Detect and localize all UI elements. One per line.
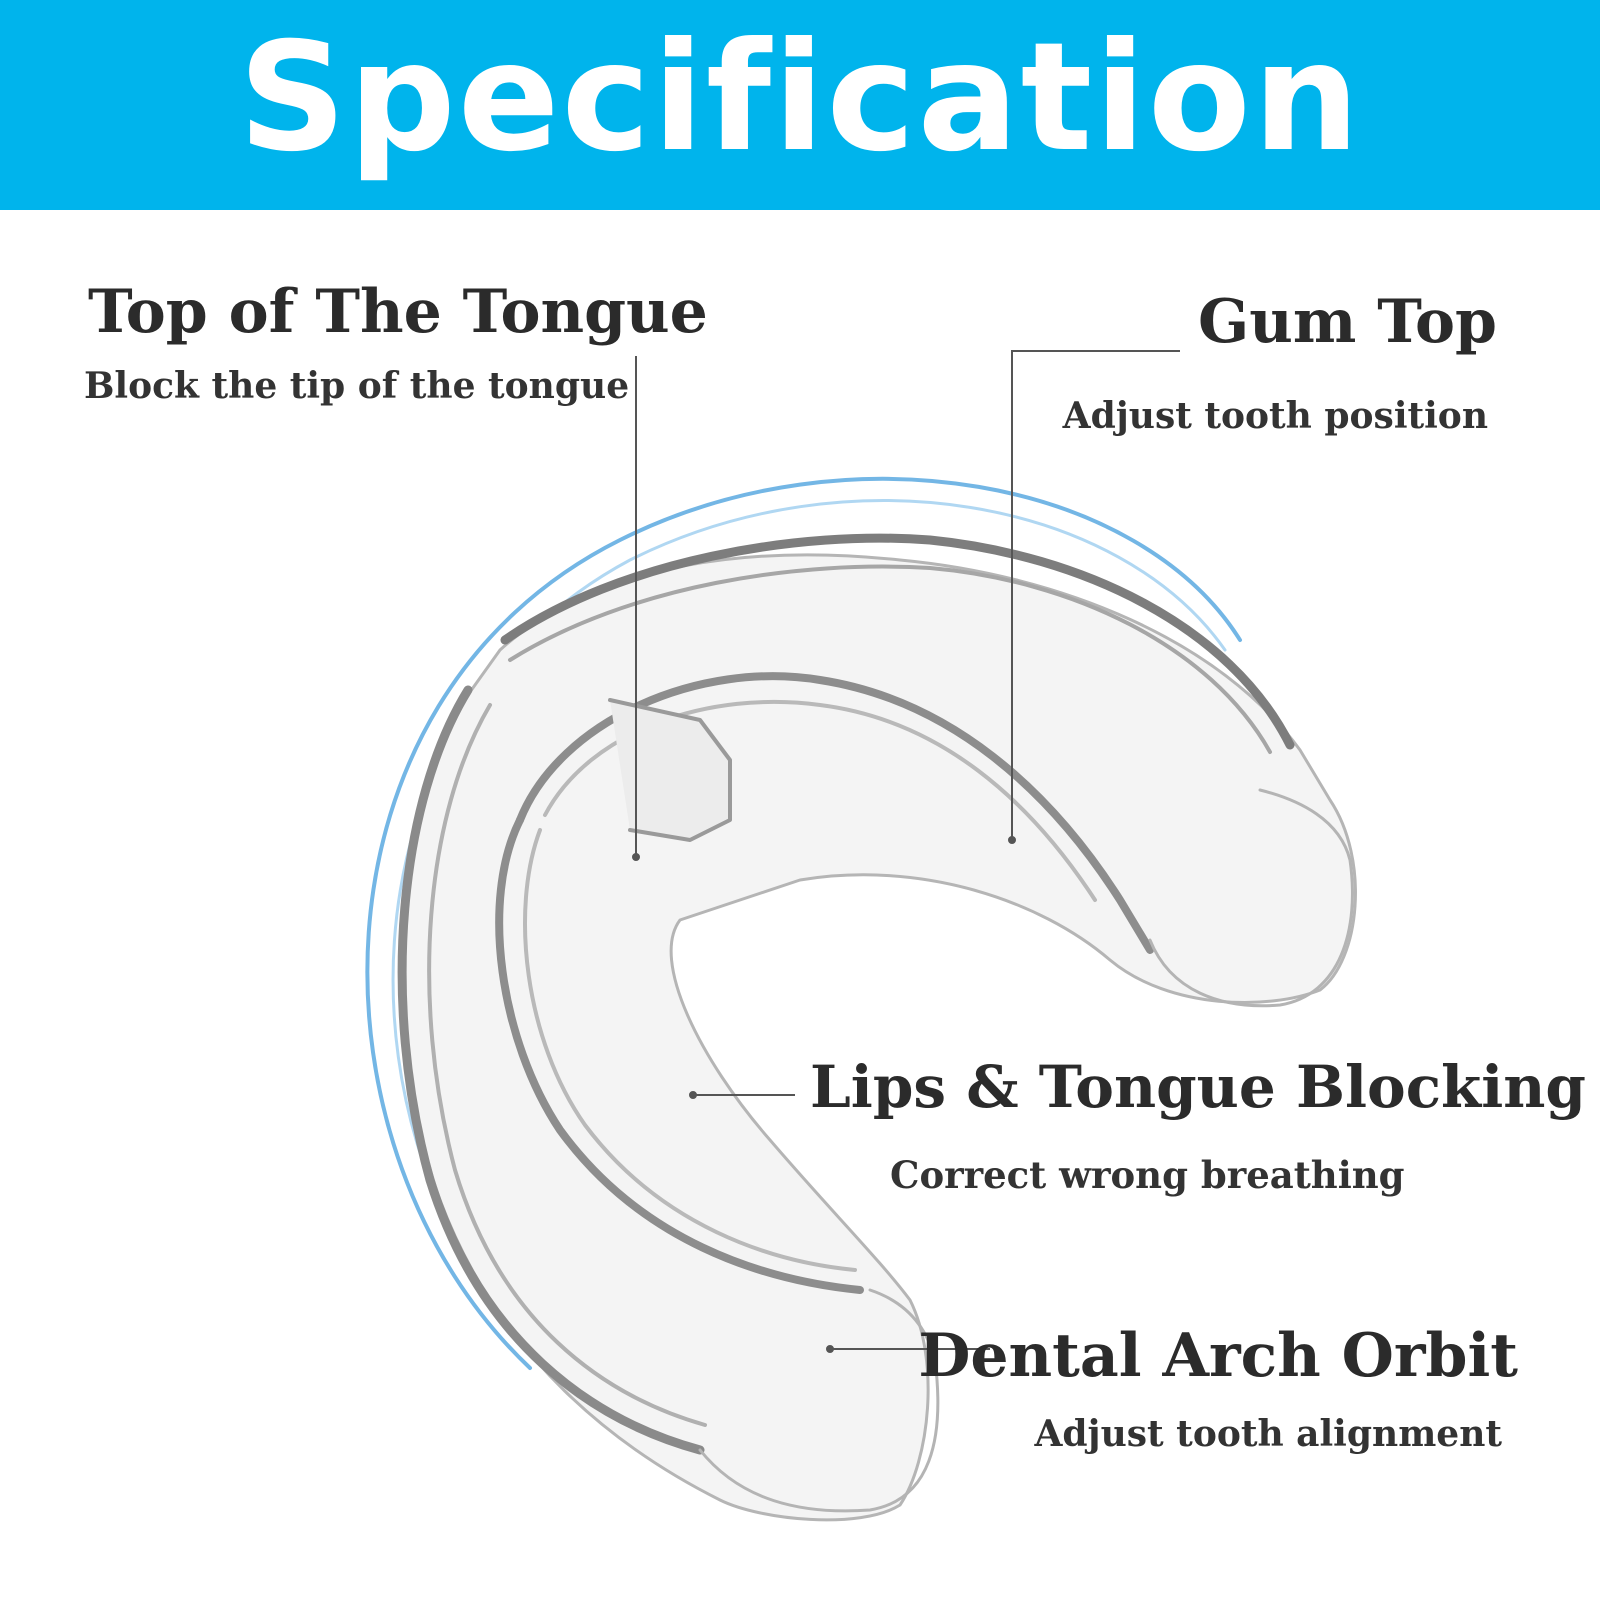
inner-arch-lower (495, 816, 864, 1294)
outer-rim-top (500, 533, 1295, 750)
callout-title-dental-arch-orbit: Dental Arch Orbit (918, 1321, 1518, 1391)
tongue-tab (608, 698, 732, 842)
callout-desc-top-of-tongue: Block the tip of the tongue (84, 365, 630, 407)
leader-dot-arch (826, 1345, 834, 1353)
outer-rim-top-inner (508, 564, 1272, 754)
callout-desc-gum-top: Adjust tooth position (1062, 395, 1488, 437)
callout-title-lips-tongue-blocking: Lips & Tongue Blocking (810, 1053, 1586, 1121)
leader-dot-gum (1008, 836, 1016, 844)
mouth-guard (397, 533, 1357, 1522)
leader-dot-tongue (632, 853, 640, 861)
inner-arch-edge-top (543, 699, 1097, 902)
callout-desc-lips-tongue-blocking: Correct wrong breathing (890, 1153, 1405, 1197)
inner-arch-edge (523, 828, 857, 1272)
right-end-pad (1148, 788, 1354, 1008)
left-end-pad (698, 1288, 940, 1513)
page-title: Specification (238, 11, 1362, 185)
inner-arch (516, 672, 1154, 954)
leader-line-gum (1011, 350, 1180, 838)
outer-rim-left-inner (427, 703, 707, 1427)
callout-title-top-of-tongue: Top of The Tongue (88, 277, 708, 347)
leader-lines (632, 350, 1180, 1353)
accent-arc-outer (365, 476, 1242, 1370)
leader-dot-lips (689, 1091, 697, 1099)
callout-desc-dental-arch-orbit: Adjust tooth alignment (1034, 1413, 1502, 1455)
header-banner: Specification (0, 0, 1600, 210)
callout-title-gum-top: Gum Top (1198, 287, 1497, 357)
outer-rim-left (397, 685, 705, 1455)
